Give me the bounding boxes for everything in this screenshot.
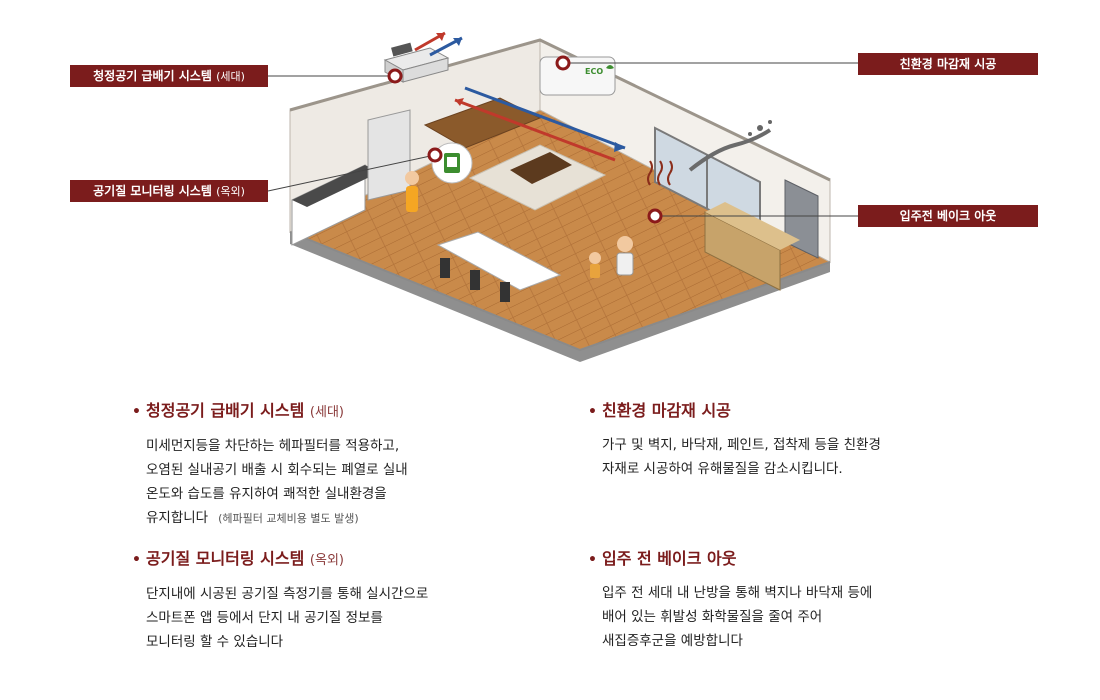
refrigerator xyxy=(367,109,411,201)
body-line: 스마트폰 앱 등에서 단지 내 공기질 정보를 xyxy=(146,610,383,626)
callout-supply-exhaust: 청정공기 급배기 시스템 (세대) xyxy=(70,65,268,87)
bullet-icon: • xyxy=(132,404,141,420)
callout-monitoring-main: 공기질 모니터링 시스템 xyxy=(93,184,212,198)
section-title-text: 친환경 마감재 시공 xyxy=(602,401,731,420)
bullet-icon: • xyxy=(132,552,141,568)
bullet-icon: • xyxy=(588,404,597,420)
body-line: 오염된 실내공기 배출 시 회수되는 폐열로 실내 xyxy=(146,462,408,478)
section-title-text: 공기질 모니터링 시스템 xyxy=(146,549,305,568)
body-line-with-note: 유지합니다 (헤파필터 교체비용 별도 발생) xyxy=(146,506,408,531)
callout-supply-exhaust-main: 청정공기 급배기 시스템 xyxy=(93,69,212,83)
wood-floor xyxy=(290,110,830,350)
eco-badge-text: ECO xyxy=(585,67,603,76)
section-supply-exhaust: • 청정공기 급배기 시스템 (세대) 미세먼지등을 차단하는 헤파필터를 적용하… xyxy=(132,400,408,531)
section-title: • 입주 전 베이크 아웃 xyxy=(588,548,872,571)
callout-monitoring-sub: (옥외) xyxy=(216,185,245,198)
section-title: • 공기질 모니터링 시스템 (옥외) xyxy=(132,548,428,572)
heat-waves-icon xyxy=(647,160,673,186)
child-figure xyxy=(589,252,601,278)
section-body: 입주 전 세대 내 난방을 통해 벽지나 바닥재 등에 배어 있는 휘발성 화학… xyxy=(588,581,872,653)
bullet-icon: • xyxy=(588,552,597,568)
dining-chair xyxy=(440,258,450,278)
body-line: 배어 있는 휘발성 화학물질을 줄여 주어 xyxy=(602,609,823,625)
dining-table xyxy=(436,231,562,291)
callout-eco-finish-main: 친환경 마감재 시공 xyxy=(899,57,997,71)
body-line: 새집증후군을 예방합니다 xyxy=(602,633,743,649)
section-body: 가구 및 벽지, 바닥재, 페인트, 접착제 등을 친환경 자재로 시공하여 유… xyxy=(588,433,881,481)
fumes-icon xyxy=(688,128,772,172)
body-line: 단지내에 시공된 공기질 측정기를 통해 실시간으로 xyxy=(146,586,429,602)
wall-top-edge xyxy=(289,38,831,182)
body-line: 온도와 습도를 유지하여 쾌적한 실내환경을 xyxy=(146,486,387,502)
callout-supply-exhaust-sub: (세대) xyxy=(216,70,245,83)
dining-chair xyxy=(500,282,510,302)
woman-figure xyxy=(405,171,419,212)
section-subtitle: (세대) xyxy=(309,405,344,420)
section-bake-out: • 입주 전 베이크 아웃 입주 전 세대 내 난방을 통해 벽지나 바닥재 등에… xyxy=(588,548,872,653)
body-note: (헤파필터 교체비용 별도 발생) xyxy=(218,512,359,525)
body-line: 자재로 시공하여 유해물질을 감소시킵니다. xyxy=(602,461,843,477)
callout-bake-out-main: 입주전 베이크 아웃 xyxy=(899,209,997,223)
callout-eco-finish: 친환경 마감재 시공 xyxy=(858,53,1038,75)
leaf-icon xyxy=(606,65,614,69)
body-line: 모니터링 할 수 있습니다 xyxy=(146,634,284,650)
dining-chair xyxy=(470,270,480,290)
isometric-apartment-illustration: ECO xyxy=(267,31,858,362)
front-wall-edge xyxy=(289,231,831,352)
section-subtitle: (옥외) xyxy=(309,553,344,568)
body-line: 입주 전 세대 내 난방을 통해 벽지나 바닥재 등에 xyxy=(602,585,873,601)
apartment-diagram: ECO xyxy=(70,31,1038,362)
section-title: • 청정공기 급배기 시스템 (세대) xyxy=(132,400,408,424)
section-eco-finish: • 친환경 마감재 시공 가구 및 벽지, 바닥재, 페인트, 접착제 등을 친환… xyxy=(588,400,881,481)
body-line: 미세먼지등을 차단하는 헤파필터를 적용하고, xyxy=(146,438,400,454)
callout-bake-out: 입주전 베이크 아웃 xyxy=(858,205,1038,227)
section-body: 단지내에 시공된 공기질 측정기를 통해 실시간으로 스마트폰 앱 등에서 단지… xyxy=(132,582,428,654)
coffee-table xyxy=(510,152,572,184)
section-body: 미세먼지등을 차단하는 헤파필터를 적용하고, 오염된 실내공기 배출 시 회수… xyxy=(132,434,408,531)
section-monitoring: • 공기질 모니터링 시스템 (옥외) 단지내에 시공된 공기질 측정기를 통해 … xyxy=(132,548,428,654)
man-figure xyxy=(616,236,634,276)
airflow-arrows xyxy=(414,31,626,162)
callout-leaders xyxy=(267,55,858,224)
body-line: 가구 및 벽지, 바닥재, 페인트, 접착제 등을 친환경 xyxy=(602,437,881,453)
section-title-text: 청정공기 급배기 시스템 xyxy=(146,401,305,420)
section-title-text: 입주 전 베이크 아웃 xyxy=(602,549,737,568)
callout-monitoring: 공기질 모니터링 시스템 (옥외) xyxy=(70,180,268,202)
body-line: 유지합니다 xyxy=(146,510,209,526)
section-title: • 친환경 마감재 시공 xyxy=(588,400,881,423)
